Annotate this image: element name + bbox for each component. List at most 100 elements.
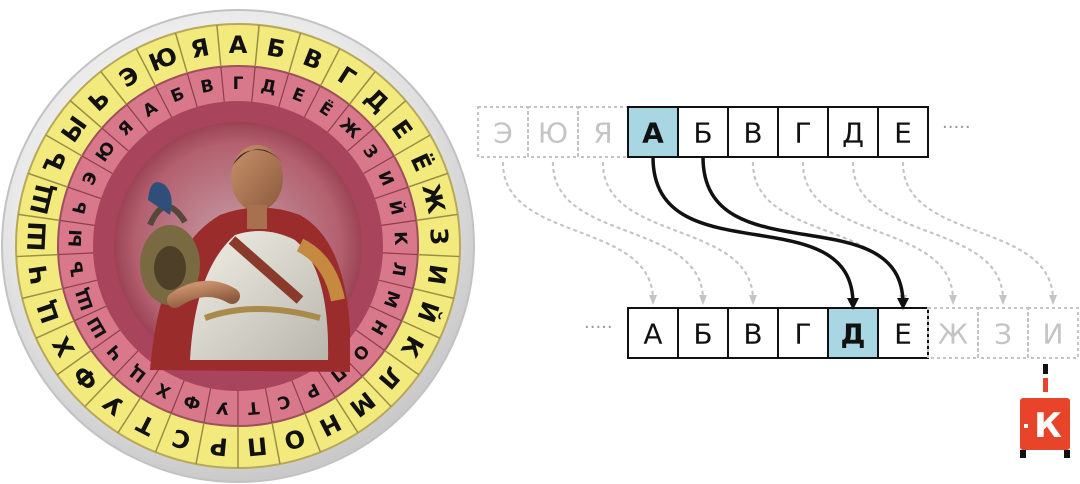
outer-ring-letter: Ж xyxy=(416,181,450,217)
inner-ring-divider xyxy=(91,329,121,351)
outer-ring-divider xyxy=(135,48,157,87)
outer-ring-divider xyxy=(56,349,92,376)
inner-ring-letter: У xyxy=(215,397,230,418)
outer-ring-divider xyxy=(117,397,142,434)
inner-ring-divider xyxy=(355,329,385,351)
shift-arrow xyxy=(701,156,909,310)
shift-arrows xyxy=(651,156,909,310)
top-ghost-letter: Я xyxy=(593,117,612,150)
outer-ring-divider xyxy=(100,71,128,105)
inner-ring-divider xyxy=(113,350,139,377)
inner-ring-divider xyxy=(291,380,306,414)
bottom-letter: В xyxy=(743,318,762,351)
outer-ring-letter: Ш xyxy=(23,221,52,252)
bottom-letter: А xyxy=(643,318,662,351)
inner-ring-divider xyxy=(382,252,418,256)
bottom-row-ellipsis: ..... xyxy=(584,312,613,333)
outer-ring-letter: А xyxy=(229,31,248,59)
top-letter: Е xyxy=(894,117,912,150)
outer-ring-divider xyxy=(154,412,172,453)
top-letter: В xyxy=(743,117,762,150)
outer-ring-divider xyxy=(18,213,60,222)
outer-ring-divider xyxy=(195,422,205,465)
top-row-ellipsis: ..... xyxy=(942,112,971,133)
bottom-cell xyxy=(727,307,779,359)
inner-ring-divider xyxy=(303,85,322,118)
outer-ring-divider xyxy=(417,253,460,258)
outer-ring-divider xyxy=(22,287,64,300)
top-ghost-letter: Ю xyxy=(538,117,568,150)
inner-ring-letter: Й xyxy=(384,198,409,217)
bottom-ghost-letter: З xyxy=(994,318,1012,351)
outer-ring-divider xyxy=(271,422,281,465)
inner-ring-letter: К xyxy=(389,231,410,246)
inner-ring-letter: Ы xyxy=(66,229,87,248)
outer-ring-letter: З xyxy=(424,227,453,245)
inner-ring-divider xyxy=(140,367,161,398)
bottom-letter: Д xyxy=(841,318,866,351)
inner-ring-divider xyxy=(347,127,375,152)
inner-ring-letter: Т xyxy=(246,397,260,418)
ghost-arrow xyxy=(551,161,707,305)
bottom-letter: Г xyxy=(794,318,811,351)
inner-ring-divider xyxy=(62,279,98,290)
inner-ring-divider xyxy=(374,186,409,200)
outer-ring-letter: П xyxy=(246,431,269,461)
outer-ring-divider xyxy=(373,100,407,129)
inner-ring-divider xyxy=(126,104,149,133)
ghost-arrow xyxy=(901,161,1057,305)
ghost-arrow xyxy=(851,161,1007,305)
top-letter: Г xyxy=(794,117,811,150)
inner-ring-divider xyxy=(278,73,290,108)
inner-ring-letter: Г xyxy=(233,74,244,94)
inner-ring-divider xyxy=(251,66,256,102)
outer-ring-divider xyxy=(361,375,392,408)
inner-ring-divider xyxy=(74,305,107,322)
outer-ring-divider xyxy=(401,320,441,339)
outer-ring-letter: Р xyxy=(209,431,229,461)
outer-ring-divider xyxy=(348,71,376,105)
inner-ring-letter: С xyxy=(275,390,293,413)
outer-ring-divider xyxy=(416,213,458,222)
inner-ring-letter: Л xyxy=(387,261,409,278)
bottom-ghost-letter: И xyxy=(1043,318,1064,351)
outer-ring-divider xyxy=(84,375,115,408)
outer-ring-divider xyxy=(16,253,59,258)
bottom-cell xyxy=(777,307,829,359)
inner-ring-divider xyxy=(154,85,173,118)
outer-ring-divider xyxy=(287,32,302,74)
inner-ring-letter: Ф xyxy=(181,389,203,413)
outer-ring-letter: Б xyxy=(264,33,287,64)
k-logo-icon: К xyxy=(1020,364,1070,458)
inner-ring-divider xyxy=(369,305,402,322)
ghost-arrow xyxy=(751,161,907,305)
inner-ring-divider xyxy=(81,155,113,175)
top-cell xyxy=(877,106,929,158)
outer-ring-divider xyxy=(412,287,454,300)
outer-ring-letter: И xyxy=(422,263,453,287)
outer-ring-letter: Ч xyxy=(24,263,54,286)
ghost-arrow xyxy=(801,161,957,305)
outer-ring-divider xyxy=(35,320,75,339)
bottom-cell xyxy=(627,307,679,359)
outer-ring-divider xyxy=(393,134,431,157)
inner-ring-divider xyxy=(315,367,336,398)
outer-ring-divider xyxy=(384,349,420,376)
ghost-arrow xyxy=(601,161,757,305)
inner-ring-divider xyxy=(363,155,395,175)
inner-ring-divider xyxy=(203,388,212,423)
inner-ring-divider xyxy=(58,252,94,256)
inner-ring-divider xyxy=(381,219,417,226)
top-ghost-letter: Э xyxy=(493,117,513,150)
bottom-ghost-cell xyxy=(1027,307,1079,359)
inner-ring-letter: Д xyxy=(259,76,278,99)
inner-ring-divider xyxy=(264,388,273,423)
inner-ring-letter: В xyxy=(199,76,216,98)
top-letter: Д xyxy=(842,117,864,150)
bottom-cell xyxy=(677,307,729,359)
inner-ring-divider xyxy=(59,219,95,226)
